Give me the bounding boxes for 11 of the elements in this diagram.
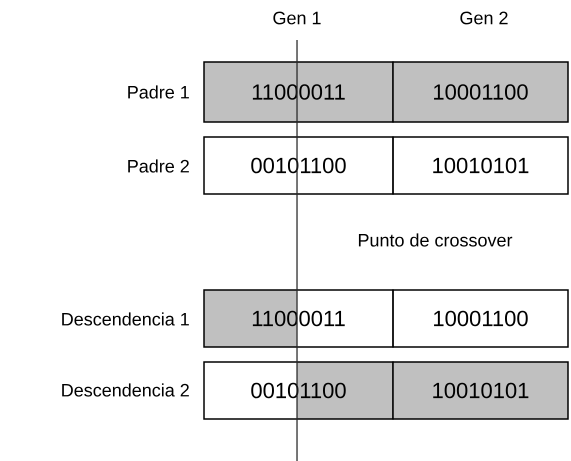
cell: 10010101 (392, 136, 569, 195)
cell: 10001100 (392, 61, 569, 123)
cell: 10010101 (392, 361, 569, 420)
label: Padre 2 (128, 159, 189, 173)
label: Descendencia 2 (62, 383, 189, 397)
label: Descendencia 1 (62, 312, 189, 326)
label: Punto de crossover (358, 233, 512, 247)
label: Gen 2 (460, 12, 508, 24)
label: Padre 1 (128, 85, 189, 99)
label: Gen 1 (273, 12, 321, 24)
cell: 10001100 (392, 289, 569, 348)
